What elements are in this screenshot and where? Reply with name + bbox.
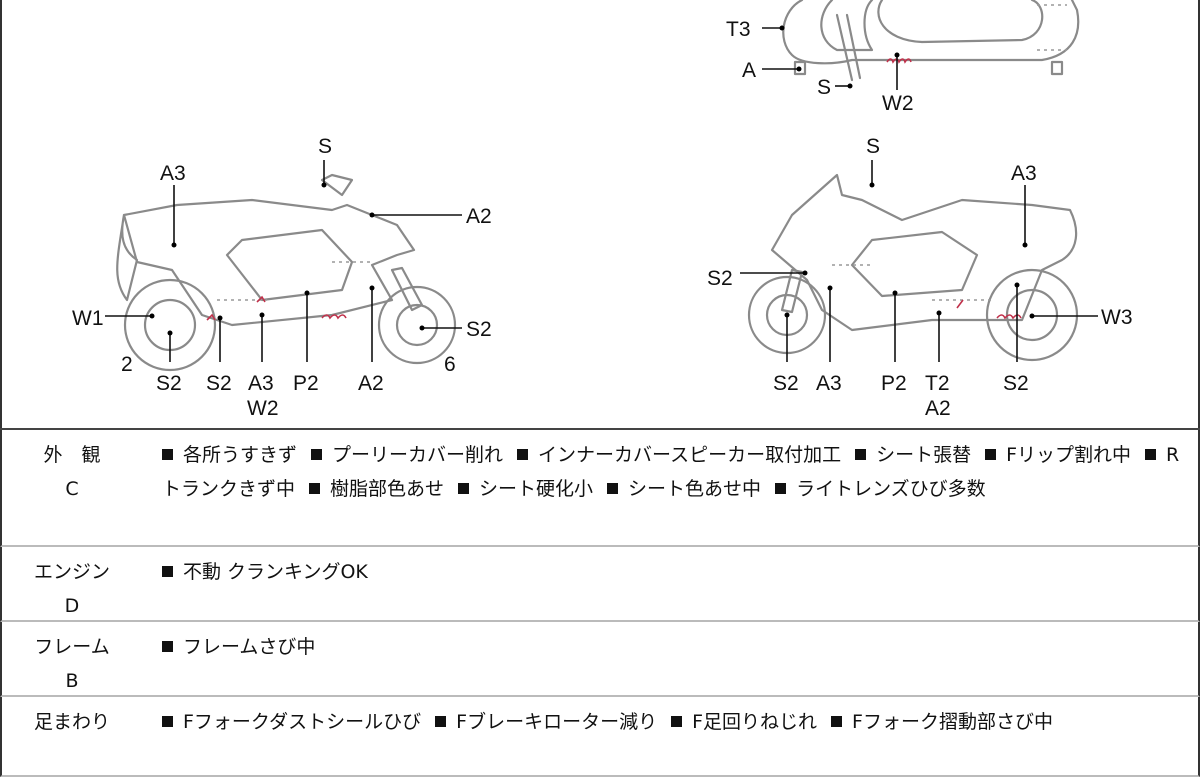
label-2: 2	[121, 353, 133, 376]
bullet-square-icon	[162, 566, 173, 577]
condition-text: Fリップ割れ中	[1006, 444, 1132, 466]
condition-text: シート硬化小	[479, 478, 594, 500]
label-a2: A2	[466, 205, 492, 228]
bullet-square-icon	[671, 716, 683, 727]
scooter-left-view: A3 S A2 W1 S2 2 6 S2 S2 A3 W2 P2 A2	[72, 135, 492, 420]
section-exterior: 外 観 C 各所うすきず プーリーカバー削れ インナーカバースピーカー取付加工 シート張…	[0, 430, 1200, 547]
condition-item: 各所うすきず	[162, 444, 297, 466]
label-s2: S2	[1003, 372, 1029, 395]
condition-item: プーリーカバー削れ	[311, 444, 503, 466]
condition-text: ライトレンズひび多数	[796, 478, 986, 500]
condition-item: Fブレーキローター減り	[435, 711, 657, 733]
bullet-square-icon	[517, 449, 529, 460]
bullet-square-icon	[309, 483, 321, 494]
bullet-square-icon	[1145, 449, 1157, 460]
section-title: エンジン	[33, 561, 110, 583]
section-engine: エンジン D 不動 クランキングOK	[0, 547, 1200, 622]
label-s2: S2	[773, 372, 799, 395]
section-items: 各所うすきず プーリーカバー削れ インナーカバースピーカー取付加工 シート張替 Fリップ…	[162, 430, 1198, 506]
section-grade: B	[65, 670, 79, 692]
condition-text: Fブレーキローター減り	[456, 711, 658, 733]
label-a2: A2	[358, 372, 384, 395]
condition-text: シート張替	[876, 444, 972, 466]
label-s2: S2	[156, 372, 182, 395]
label-s: S	[817, 76, 831, 99]
scooter-diagram-svg: T3 A S W2 A3 S A2 W1 S2 2 6 S2 S2 A3 W2	[72, 0, 1133, 420]
condition-text: シート色あせ中	[628, 478, 762, 500]
condition-item: シート張替	[855, 444, 971, 466]
condition-item: シート色あせ中	[607, 478, 761, 500]
bullet-square-icon	[831, 716, 843, 727]
bullet-square-icon	[458, 483, 470, 494]
condition-text: Fフォークダストシールひび	[183, 711, 422, 733]
section-items: Fフォークダストシールひび Fブレーキローター減り F足回りねじれ Fフォーク摺動部さ…	[162, 697, 1198, 739]
condition-item: Rトランクきず中	[162, 444, 1179, 500]
condition-item: シート硬化小	[458, 478, 593, 500]
bullet-square-icon	[162, 449, 173, 460]
section-grade: C	[65, 478, 79, 500]
condition-item: Fリップ割れ中	[985, 444, 1131, 466]
bullet-square-icon	[311, 449, 323, 460]
label-a3: A3	[160, 162, 186, 185]
label-w1: W1	[72, 307, 104, 330]
label-t3: T3	[726, 18, 751, 41]
damage-diagram: T3 A S W2 A3 S A2 W1 S2 2 6 S2 S2 A3 W2	[0, 0, 1200, 428]
bullet-square-icon	[775, 483, 787, 494]
condition-item: Fフォーク摺動部さび中	[831, 711, 1053, 733]
section-title: 足まわり	[33, 711, 110, 733]
label-w3: W3	[1101, 306, 1133, 329]
scooter-top-view: T3 A S W2	[726, 0, 1080, 115]
label-p2: P2	[293, 372, 319, 395]
section-frame: フレーム B フレームさび中	[0, 622, 1200, 697]
bullet-square-icon	[435, 716, 447, 727]
condition-text: Fフォーク摺動部さび中	[852, 711, 1053, 733]
condition-item: F足回りねじれ	[671, 711, 817, 733]
bullet-square-icon	[607, 483, 619, 494]
condition-text: インナーカバースピーカー取付加工	[538, 444, 842, 466]
condition-item: フレームさび中	[162, 636, 315, 658]
condition-item: Fフォークダストシールひび	[162, 711, 421, 733]
label-s: S	[318, 135, 332, 158]
label-s2: S2	[206, 372, 232, 395]
condition-text: プーリーカバー削れ	[332, 444, 504, 466]
label-6: 6	[444, 353, 456, 376]
label-p2: P2	[881, 372, 907, 395]
scooter-right-view: S A3 S2 W3 S2 A3 P2 T2 A2 S2	[707, 135, 1133, 420]
condition-text: 樹脂部色あせ	[330, 478, 445, 500]
condition-text: Rトランクきず中	[162, 444, 1180, 500]
section-items: 不動 クランキングOK	[162, 547, 1198, 589]
condition-item: 不動 クランキングOK	[162, 561, 368, 583]
label-w2: W2	[247, 397, 279, 420]
label-a3: A3	[248, 372, 274, 395]
condition-table: 外 観 C 各所うすきず プーリーカバー削れ インナーカバースピーカー取付加工 シート張…	[0, 428, 1200, 777]
section-title: フレーム	[34, 636, 110, 658]
bullet-square-icon	[162, 641, 173, 652]
label-a3: A3	[1011, 162, 1037, 185]
condition-item: インナーカバースピーカー取付加工	[517, 444, 841, 466]
label-a: A	[742, 59, 756, 82]
bullet-square-icon	[162, 716, 173, 727]
bullet-square-icon	[985, 449, 997, 460]
section-items: フレームさび中	[162, 622, 1198, 664]
label-w2: W2	[882, 92, 914, 115]
condition-text: F足回りねじれ	[692, 711, 818, 733]
label-a3: A3	[816, 372, 842, 395]
condition-item: 樹脂部色あせ	[309, 478, 444, 500]
label-s: S	[866, 135, 880, 158]
section-grade: D	[64, 595, 80, 617]
label-a2: A2	[925, 397, 951, 420]
condition-text: 不動 クランキングOK	[183, 561, 368, 583]
condition-text: フレームさび中	[183, 636, 316, 658]
condition-item: ライトレンズひび多数	[775, 478, 986, 500]
label-t2: T2	[925, 372, 950, 395]
label-s2: S2	[707, 267, 733, 290]
bullet-square-icon	[855, 449, 867, 460]
section-title: 外 観	[43, 444, 101, 466]
label-s2: S2	[466, 318, 492, 341]
condition-text: 各所うすきず	[183, 444, 298, 466]
